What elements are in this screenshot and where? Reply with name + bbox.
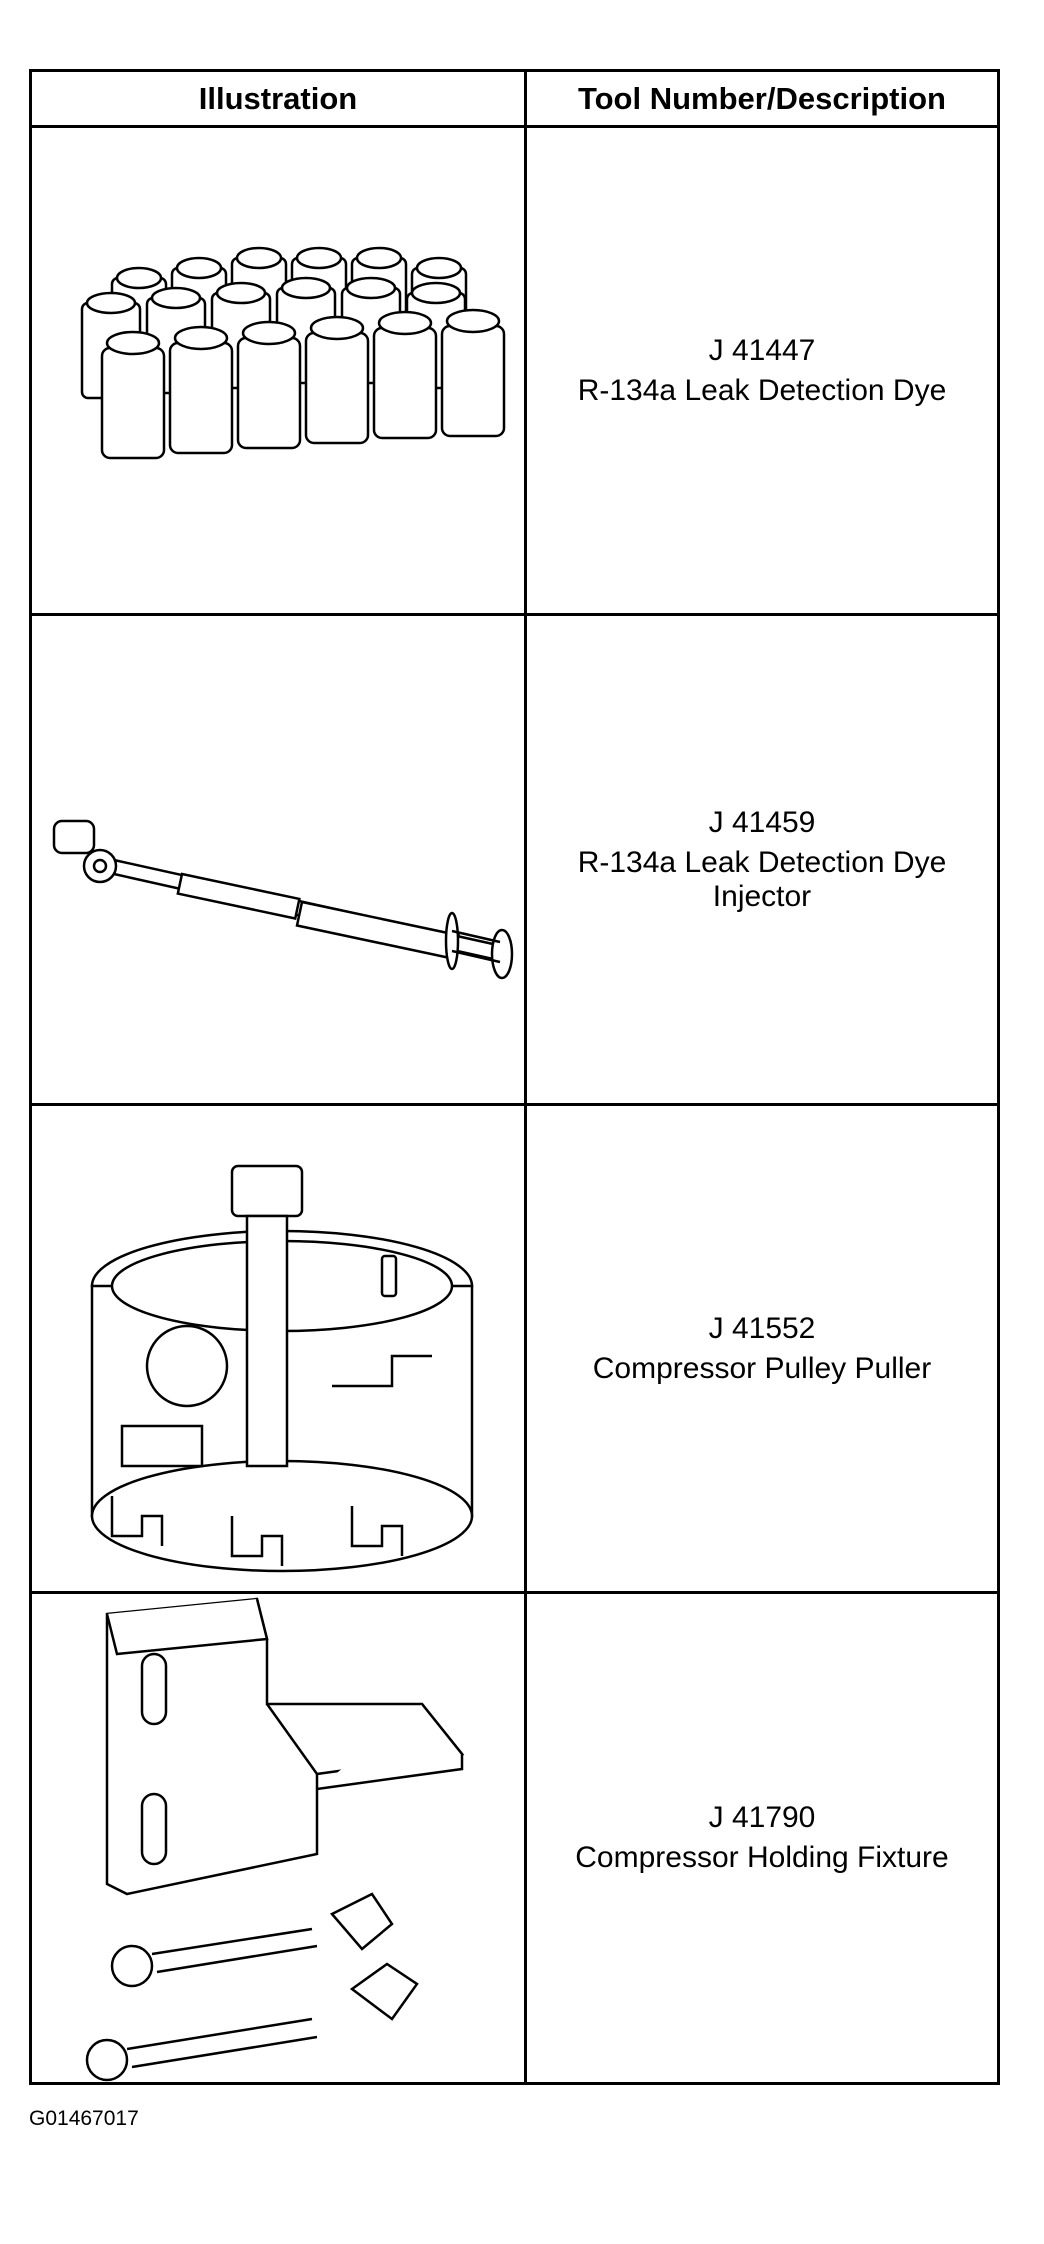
tool-number: J 41552 — [708, 1311, 816, 1345]
tool-description: Compressor Pulley Puller — [592, 1351, 932, 1385]
description-cell: J 41790 Compressor Holding Fixture — [527, 1594, 997, 2082]
header-tool-number: Tool Number/Description — [577, 80, 946, 116]
dye-bottles-icon — [32, 128, 524, 613]
description-cell: J 41552 Compressor Pulley Puller — [527, 1106, 997, 1591]
header-illustration: Illustration — [198, 80, 358, 116]
tool-description-line2: Injector — [712, 879, 812, 913]
dye-injector-icon — [32, 616, 524, 1103]
pulley-puller-icon — [32, 1106, 524, 1591]
tool-table: Illustration Tool Number/Description — [29, 69, 1000, 2085]
illustration-cell — [32, 128, 524, 613]
table-row-1: J 41447 R-134a Leak Detection Dye — [32, 128, 997, 616]
table-header: Illustration Tool Number/Description — [32, 72, 997, 128]
description-cell: J 41459 R-134a Leak Detection Dye Inject… — [527, 616, 997, 1103]
tool-description: Compressor Holding Fixture — [575, 1841, 949, 1874]
holding-fixture-icon — [32, 1594, 524, 2082]
tool-number: J 41447 — [708, 333, 816, 367]
illustration-cell — [32, 1106, 524, 1591]
table-row-4: J 41790 Compressor Holding Fixture — [32, 1594, 997, 2082]
tool-description: R-134a Leak Detection Dye — [577, 845, 947, 879]
illustration-cell — [32, 1594, 524, 2082]
tool-number: J 41459 — [708, 805, 816, 839]
column-divider — [524, 72, 527, 2082]
table-row-3: J 41552 Compressor Pulley Puller — [32, 1106, 997, 1594]
description-cell: J 41447 R-134a Leak Detection Dye — [527, 128, 997, 613]
tool-number: J 41790 — [708, 1801, 816, 1834]
figure-id: G01467017 — [29, 2107, 139, 2130]
illustration-cell — [32, 616, 524, 1103]
tool-description: R-134a Leak Detection Dye — [577, 373, 947, 407]
table-row-2: J 41459 R-134a Leak Detection Dye Inject… — [32, 616, 997, 1106]
